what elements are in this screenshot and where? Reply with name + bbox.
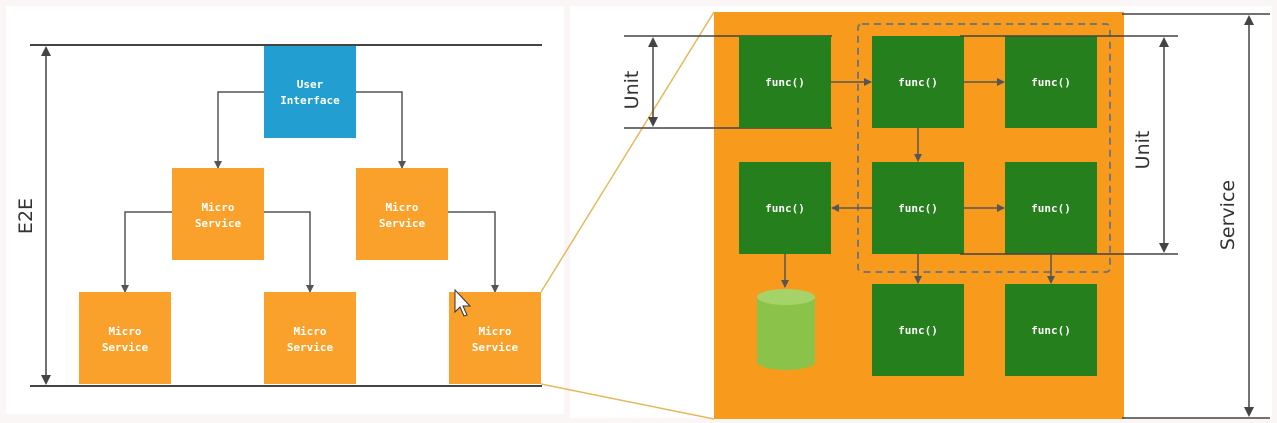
database-icon [757,289,815,370]
svg-text:Service: Service [472,341,519,354]
svg-text:Micro: Micro [108,325,141,338]
svg-text:func(): func() [898,76,938,89]
unit-right-label: Unit [1132,131,1154,170]
svg-text:func(): func() [765,202,805,215]
e2e-label: E2E [15,198,37,234]
func-box-6: func() [1005,162,1097,254]
svg-text:Service: Service [102,341,149,354]
func-box-3: func() [1005,36,1097,128]
micro-service-box-1: Micro Service [172,168,264,260]
unit-left-label: Unit [621,71,643,110]
user-interface-box: User Interface [264,46,356,138]
service-bottom-arrow [1244,407,1254,417]
func-box-4: func() [739,162,831,254]
zoom-line-bottom [540,383,715,420]
svg-text:func(): func() [898,202,938,215]
func-connectors [781,78,1055,288]
unit-right-top-arrow [1159,37,1169,47]
micro-service-box-4: Micro Service [264,292,356,384]
unit-group-dashed-border [857,23,1111,273]
e2e-top-arrow [41,46,51,56]
micro-service-box-3: Micro Service [79,292,171,384]
func-box-2: func() [872,36,964,128]
svg-text:func(): func() [765,76,805,89]
service-top-arrow [1244,15,1254,25]
mouse-cursor-icon [454,288,472,317]
zoom-line-top [540,11,715,293]
svg-text:func(): func() [1031,202,1071,215]
micro-service-box-2: Micro Service [356,168,448,260]
svg-text:Service: Service [287,341,334,354]
unit-left-bottom-arrow [648,117,658,127]
svg-text:Micro: Micro [385,201,418,214]
func-box-1: func() [739,36,831,128]
svg-text:Micro: Micro [201,201,234,214]
svg-text:func(): func() [898,324,938,337]
unit-left-top-arrow [648,37,658,47]
service-label: Service [1217,180,1239,250]
svg-text:User: User [297,78,324,91]
svg-text:Service: Service [195,217,242,230]
svg-text:Service: Service [379,217,426,230]
unit-right-bottom-arrow [1159,243,1169,253]
func-box-5: func() [872,162,964,254]
left-connectors [121,91,499,293]
func-box-8: func() [1005,284,1097,376]
svg-text:func(): func() [1031,76,1071,89]
svg-text:Micro: Micro [478,325,511,338]
micro-service-box-5: Micro Service [449,292,541,384]
svg-text:func(): func() [1031,324,1071,337]
svg-text:Micro: Micro [293,325,326,338]
svg-text:Interface: Interface [280,94,340,107]
e2e-bottom-arrow [41,375,51,385]
func-box-7: func() [872,284,964,376]
